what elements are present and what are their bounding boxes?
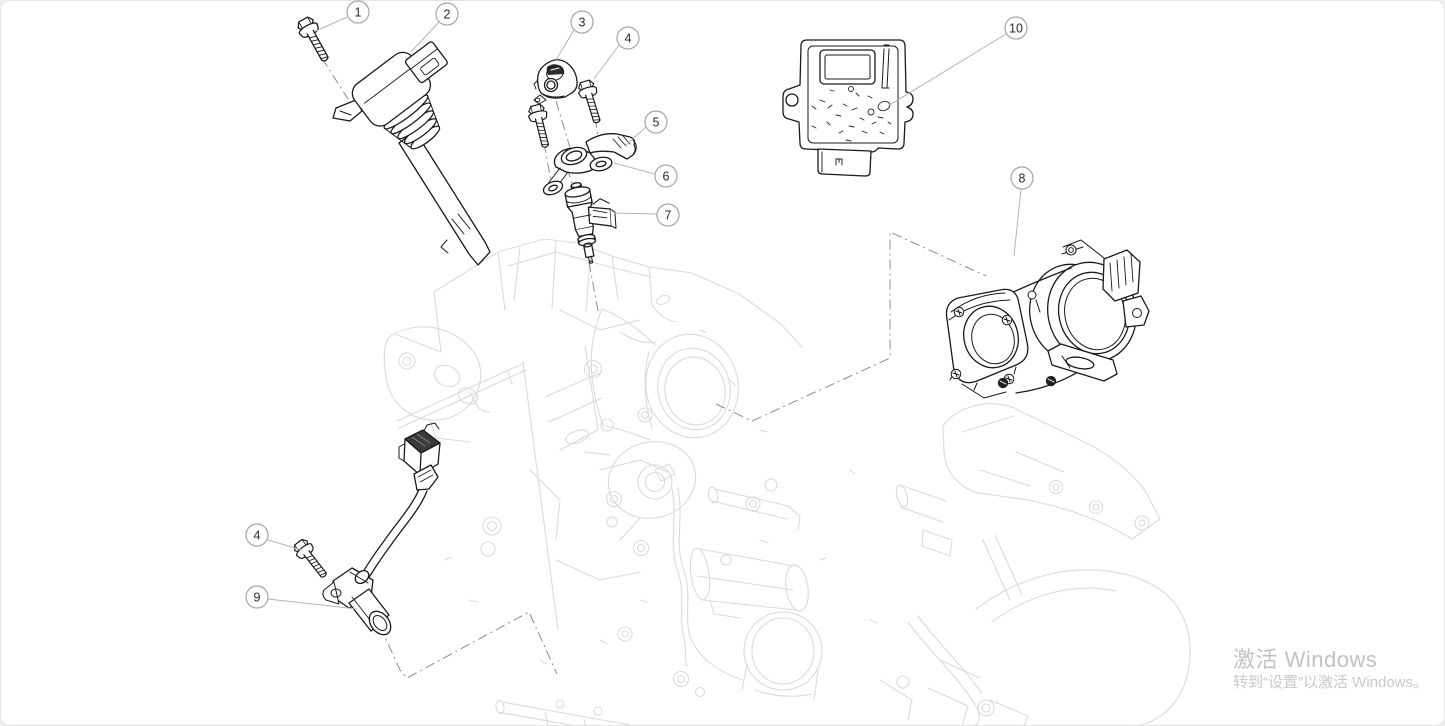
callout-number: 9 [254,590,261,604]
callout-hex-flange-bolt[interactable]: 4 [245,523,303,551]
callout-number: 10 [1009,21,1023,35]
callout-number: 4 [254,528,261,542]
callout-leader-line [315,16,348,32]
callout-circle[interactable] [616,26,640,50]
callout-circle[interactable] [570,10,594,34]
callout-circle[interactable] [1004,16,1028,40]
callout-circle[interactable] [346,0,370,24]
callout-injector-bracket-arm[interactable]: 5 [624,110,668,147]
part-throttle-body [945,239,1150,399]
callout-leader-line [555,29,575,61]
part-crank-sensor [322,422,441,636]
callouts-layer: 1 2 3 4 5 6 7 10 8 4 9 [245,0,1034,610]
callout-number: 3 [579,15,586,29]
callout-leader-line [887,33,1007,107]
part-cam-sensor [533,59,578,105]
callout-leader-line [267,539,303,551]
callout-number: 8 [1019,171,1026,185]
callout-leader-line [1013,188,1022,257]
callout-number: 4 [625,31,632,45]
callout-leader-line [410,21,440,53]
part-bolt-4-bottom [290,536,333,583]
callout-number: 7 [665,208,672,222]
callout-circle[interactable] [656,203,680,227]
callout-leader-line [624,126,647,147]
part-bolt-3b [525,102,556,150]
callout-number: 5 [653,115,660,129]
callout-fuel-injector[interactable]: 7 [613,203,680,227]
callout-engine-control-module[interactable]: 10 [887,16,1028,107]
phantom-injector [588,261,599,312]
engine-background-art [383,238,1191,726]
phantom-crank-sensor [379,611,558,679]
phantom-bolt1 [321,57,349,100]
part-fuel-injector [564,182,617,264]
callout-number: 2 [444,7,451,21]
phantom-bolt3b [543,142,552,182]
callout-circle[interactable] [1010,166,1034,190]
callout-camshaft-position-sensor[interactable]: 3 [555,10,594,61]
callout-leader-line [613,162,656,175]
callout-number: 6 [663,169,670,183]
callout-leader-line [267,598,358,610]
callout-hex-flange-bolt[interactable]: 4 [593,26,640,80]
ecu-texture [811,86,892,142]
callout-injector-bracket-foot[interactable]: 6 [613,162,678,188]
callout-number: 1 [355,5,362,19]
callout-leader-line [593,44,620,80]
callout-hex-flange-bolt[interactable]: 1 [315,0,370,32]
callout-circle[interactable] [245,523,269,547]
phantom-sensor3 [555,100,572,152]
phantom-throttle [715,231,987,422]
callout-leader-line [613,212,658,215]
callout-circle[interactable] [644,110,668,134]
part-bolt-4-top [575,78,607,126]
callout-crankshaft-position-sensor[interactable]: 9 [245,585,358,610]
callout-circle[interactable] [435,2,459,26]
part-injector-bracket [542,133,637,196]
callout-circle[interactable] [654,164,678,188]
callout-circle[interactable] [245,585,269,609]
part-bolt-1 [293,14,336,66]
part-ecu-module [782,39,914,177]
callout-throttle-body[interactable]: 8 [1010,166,1034,257]
part-ignition-coil [332,41,491,266]
callout-ignition-coil[interactable]: 2 [410,2,459,53]
